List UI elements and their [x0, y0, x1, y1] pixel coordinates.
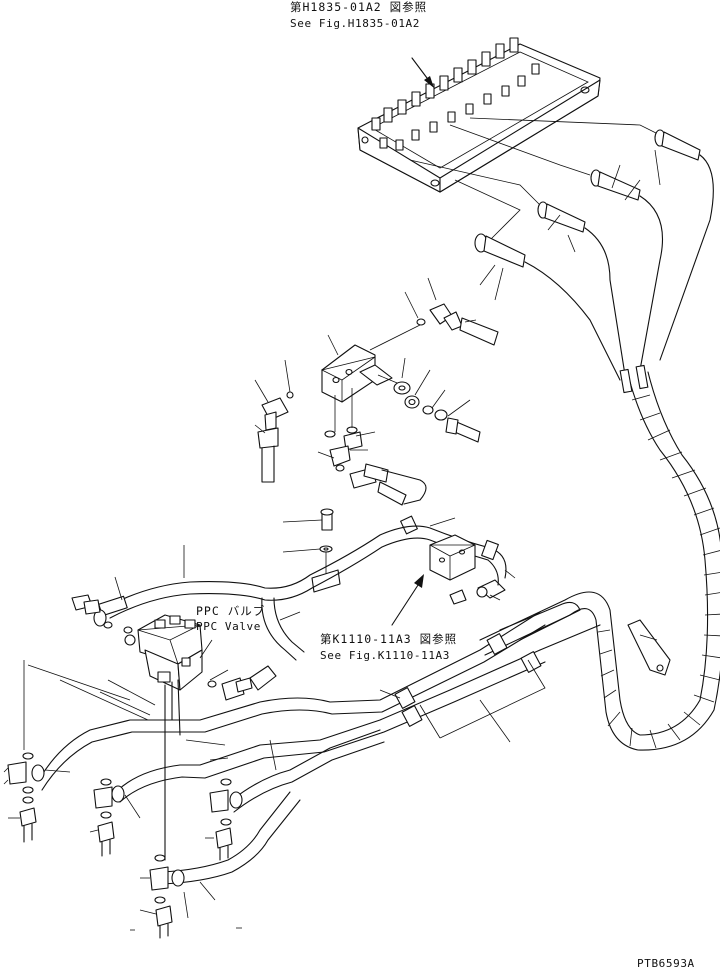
- reference-mid-en: See Fig.K1110-11A3: [320, 649, 451, 662]
- spiral-wrapped-harness: [479, 364, 720, 751]
- lower-pipe-lines: [39, 601, 601, 885]
- reference-top-en: See Fig.H1835-01A2: [290, 17, 421, 30]
- leader-lines: [23, 660, 277, 931]
- ppc-hose-lines: [71, 508, 516, 661]
- junction-block-upper: [254, 277, 499, 506]
- drawing-code: PTB6593A: [637, 957, 695, 970]
- reference-top-jp: 第H1835-01A2 図参照: [290, 0, 428, 14]
- upper-hose-lines: [409, 117, 714, 381]
- control-valve-block: [357, 37, 601, 193]
- ppc-valve-label-en: PPC Valve: [196, 620, 262, 633]
- banjo-fittings: [3, 752, 243, 939]
- reference-mid-jp: 第K1110-11A3 図参照: [320, 632, 458, 646]
- ppc-valve: [124, 614, 277, 861]
- ppc-valve-label-jp: PPC バルブ: [196, 604, 266, 618]
